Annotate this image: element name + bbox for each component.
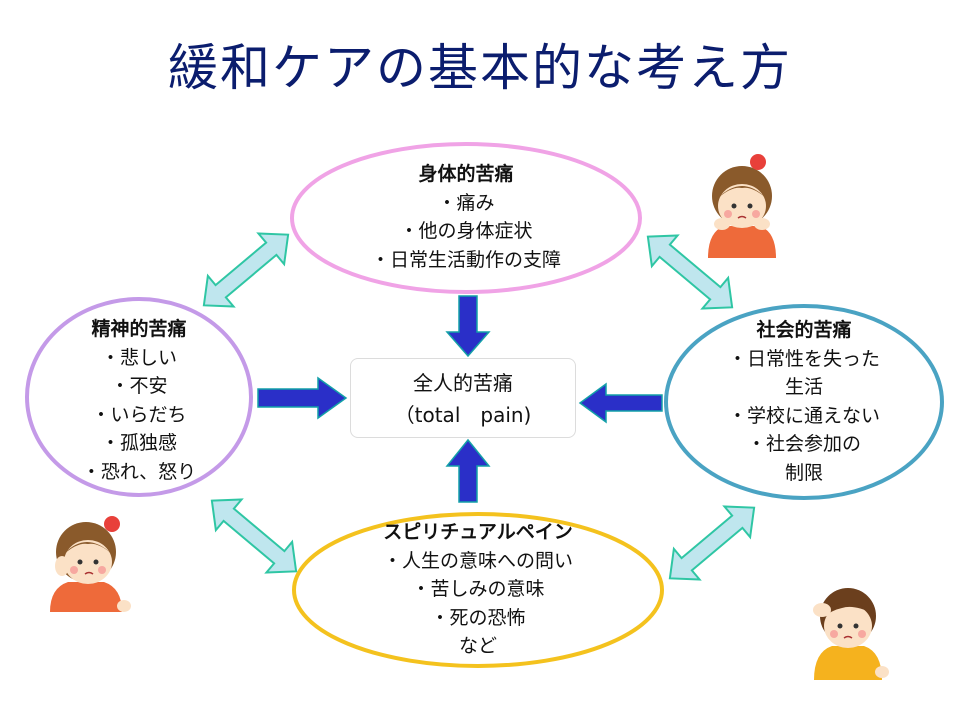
arrow-mental-to-center	[257, 376, 348, 420]
social-pain-item: 制限	[784, 461, 823, 484]
total-pain-box: 全人的苦痛 （total pain)	[350, 358, 576, 438]
mental-pain-item: ・孤独感	[100, 432, 177, 454]
spiritual-pain-heading: スピリチュアルペイン	[383, 521, 573, 543]
physical-pain-ellipse	[290, 142, 642, 294]
arrow-social-to-center	[578, 382, 663, 424]
mental-pain-item: ・恐れ、怒り	[81, 460, 197, 483]
mental-pain-heading: 精神的苦痛	[91, 318, 187, 340]
social-pain-item: 生活	[784, 376, 823, 398]
physical-pain-item: ・他の身体症状	[399, 220, 533, 242]
spiritual-pain-item: など	[458, 635, 497, 657]
double-arrow-mental-physical	[190, 218, 302, 322]
mental-pain-item: ・不安	[110, 375, 168, 397]
worried-girl-bottom-left-icon	[50, 516, 131, 612]
social-pain-heading: 社会的苦痛	[756, 319, 852, 341]
total-pain-label: 全人的苦痛	[413, 371, 513, 395]
spiritual-pain-box: スピリチュアルペイン ・人生の意味への問い ・苦しみの意味 ・死の恐怖 など	[328, 518, 628, 661]
spiritual-pain-item: ・死の恐怖	[430, 606, 526, 629]
worried-girl-top-right-icon	[708, 154, 776, 258]
double-arrow-mental-spiritual	[198, 484, 310, 588]
social-pain-item: ・社会参加の	[746, 433, 861, 455]
physical-pain-box: 身体的苦痛 ・痛み ・他の身体症状 ・日常生活動作の支障	[316, 160, 616, 274]
physical-pain-item: ・日常生活動作の支障	[370, 248, 561, 271]
worried-boy-bottom-right-icon	[813, 588, 889, 680]
arrow-physical-to-center	[445, 295, 491, 358]
physical-pain-item: ・痛み	[437, 191, 495, 214]
page-title: 緩和ケアの基本的な考え方	[168, 39, 792, 97]
mental-pain-item: ・悲しい	[100, 346, 177, 369]
spiritual-pain-item: ・苦しみの意味	[411, 578, 545, 600]
mental-pain-box: 精神的苦痛 ・悲しい ・不安 ・いらだち ・孤独感 ・恐れ、怒り	[49, 315, 229, 486]
total-pain-sublabel: （total pain)	[394, 403, 532, 427]
social-pain-ellipse	[664, 304, 944, 500]
spiritual-pain-item: ・人生の意味への問い	[382, 549, 573, 572]
spiritual-pain-ellipse	[292, 512, 664, 668]
social-pain-item: ・日常性を失った	[727, 347, 880, 370]
social-pain-box: 社会的苦痛 ・日常性を失った 生活 ・学校に通えない ・社会参加の 制限	[694, 316, 914, 487]
mental-pain-item: ・いらだち	[91, 403, 187, 426]
social-pain-item: ・学校に通えない	[727, 404, 880, 427]
double-arrow-spiritual-social	[656, 491, 768, 595]
physical-pain-heading: 身体的苦痛	[418, 163, 514, 185]
mental-pain-ellipse	[25, 297, 253, 497]
arrow-spiritual-to-center	[445, 438, 491, 503]
